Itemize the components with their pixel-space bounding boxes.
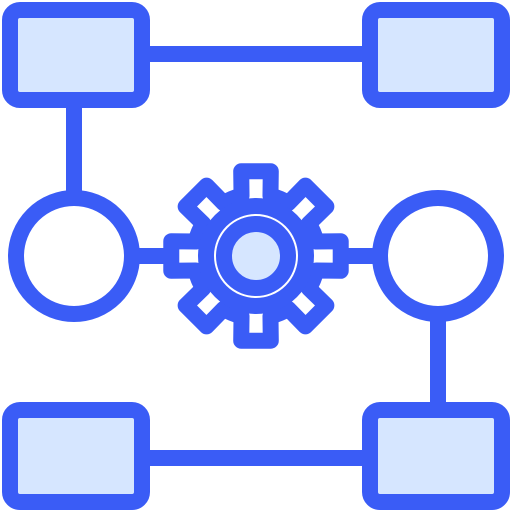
right-circle-node xyxy=(372,190,504,322)
left-circle-node xyxy=(8,190,140,322)
top-left-node xyxy=(2,2,150,108)
bottom-left-node xyxy=(2,402,150,510)
top-right-node xyxy=(362,2,510,108)
bottom-right-node xyxy=(362,402,510,510)
circle-nodes xyxy=(8,190,504,322)
gear xyxy=(163,163,349,349)
gear-hub-center xyxy=(216,216,296,296)
